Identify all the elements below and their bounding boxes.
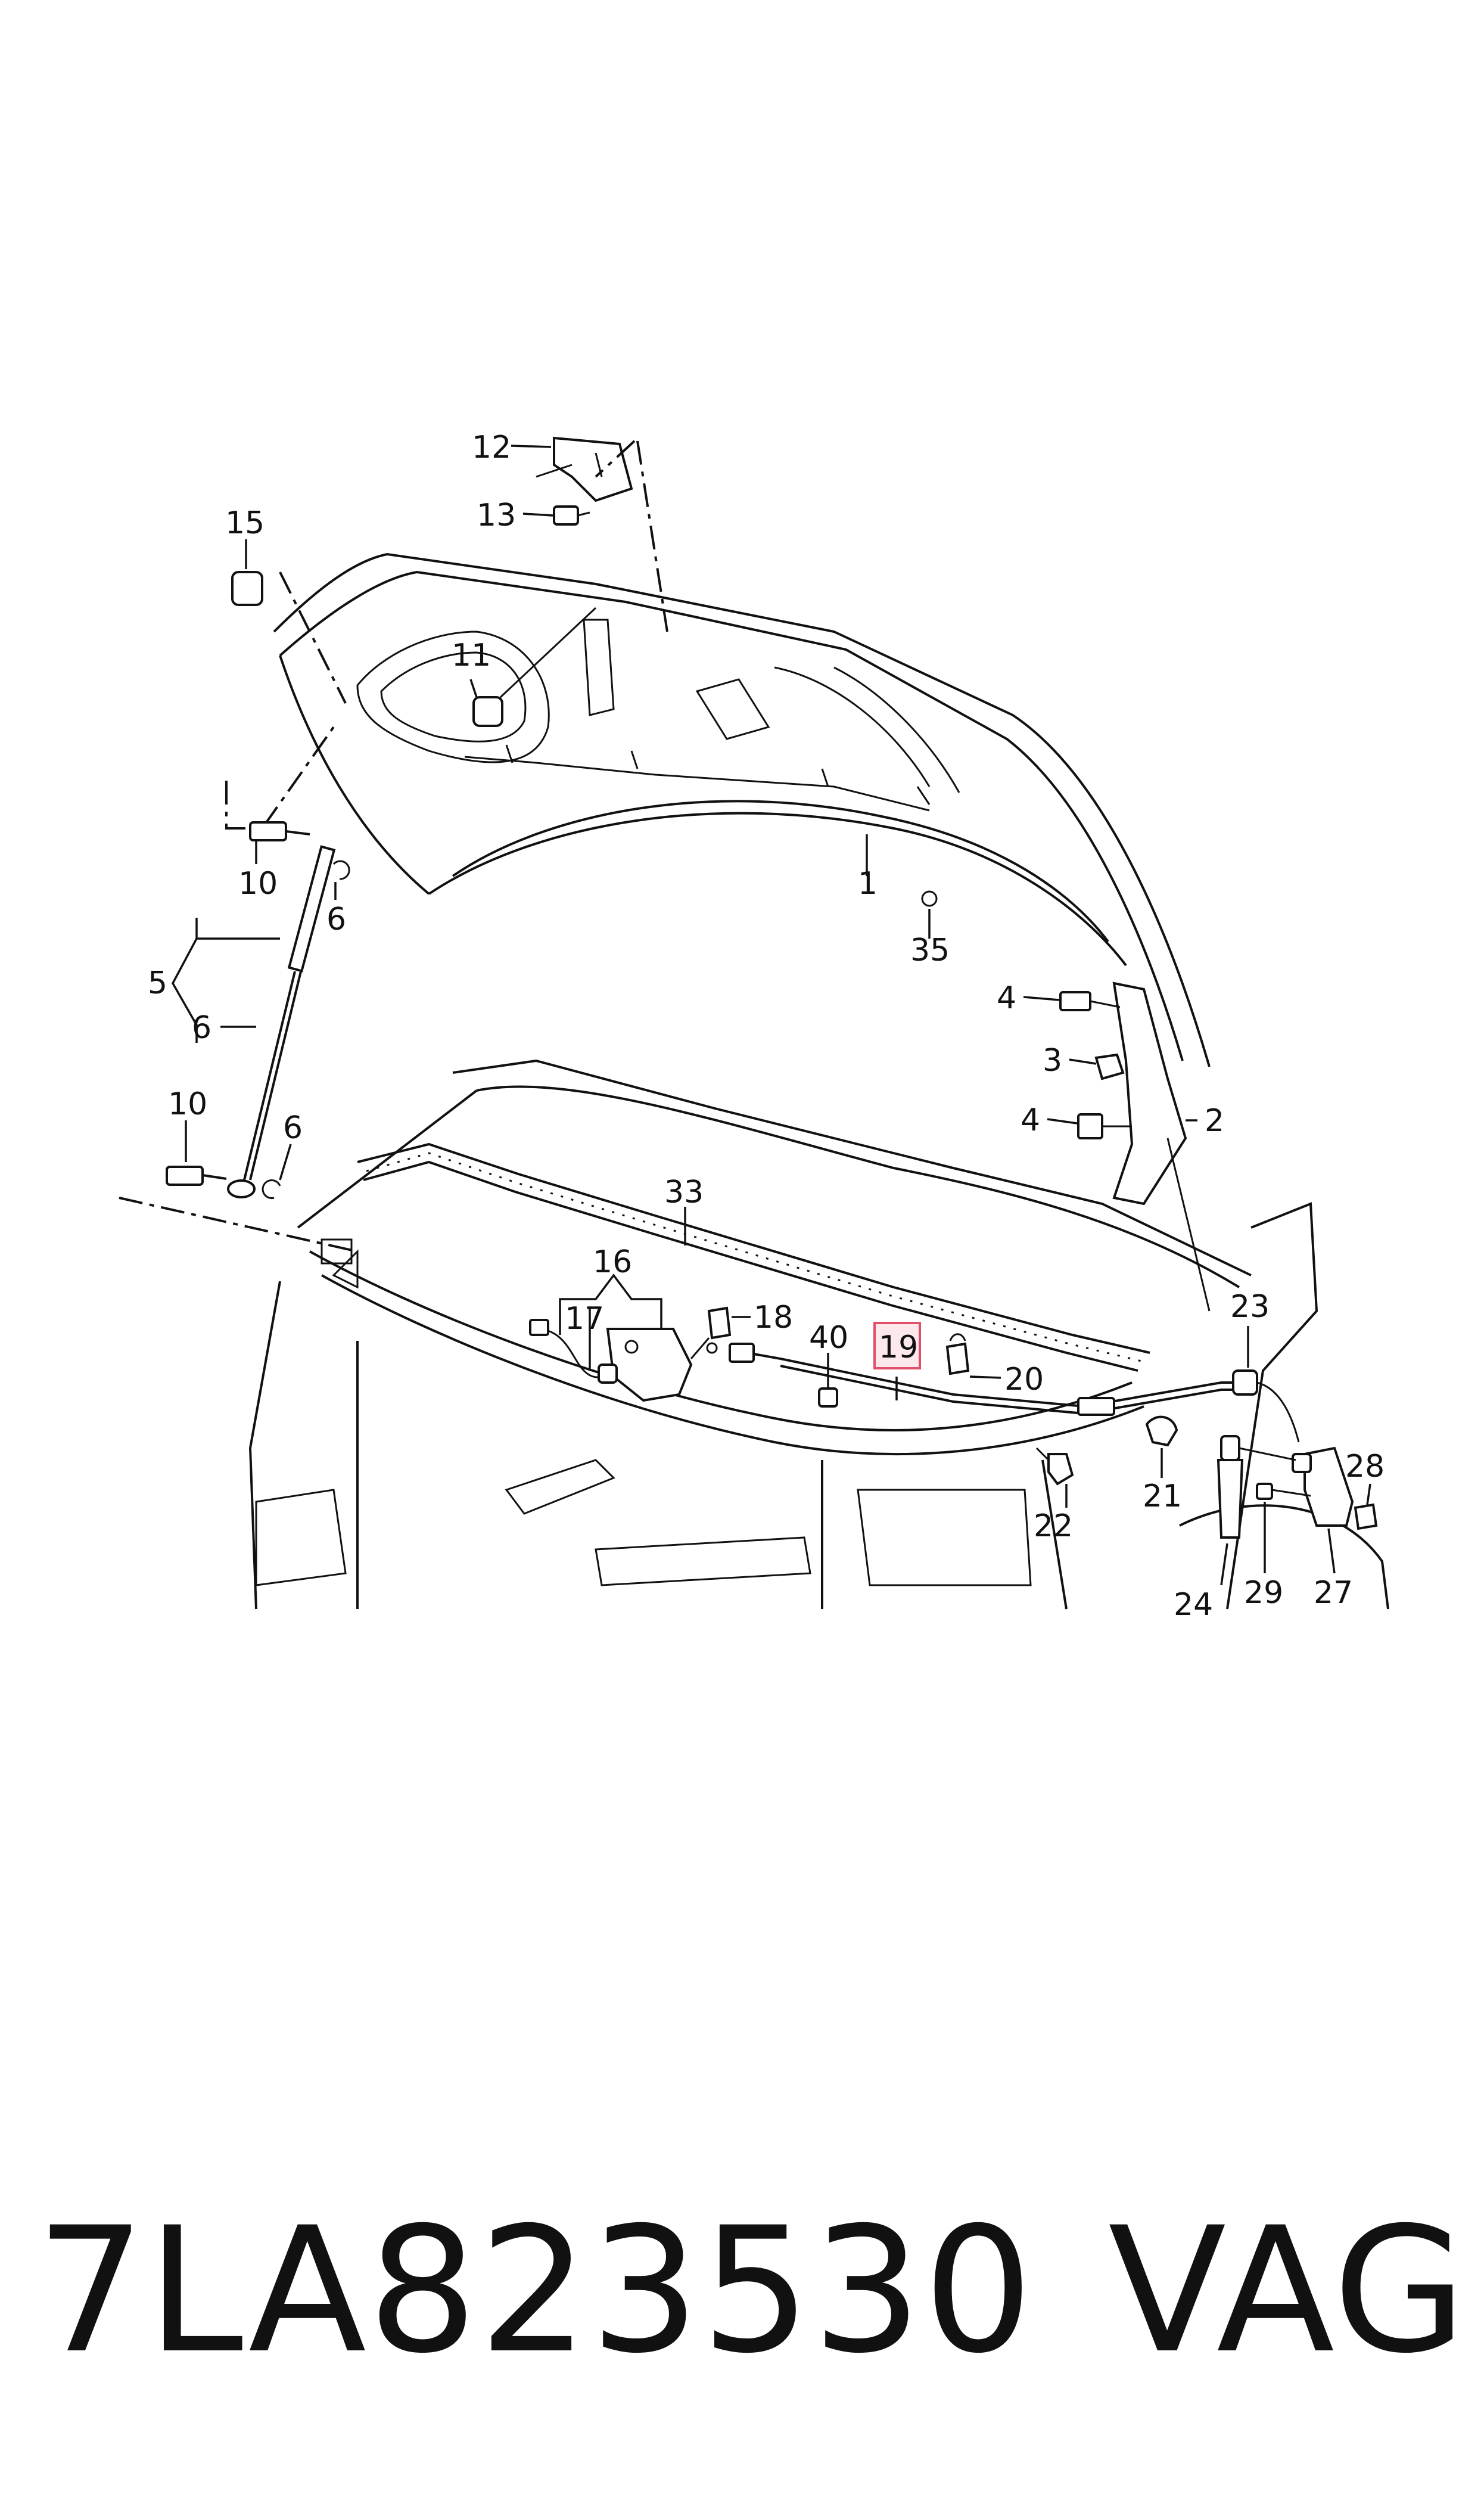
hood-hinge bbox=[1059, 981, 1211, 1312]
callout-22: 22 bbox=[1034, 1508, 1073, 1544]
callout-10a: 10 bbox=[238, 866, 278, 902]
callout-3: 3 bbox=[1043, 1043, 1062, 1079]
bonnet-panel bbox=[273, 552, 1211, 1067]
callout-19-box bbox=[873, 1322, 921, 1369]
callout-23: 23 bbox=[1230, 1289, 1270, 1325]
callout-4b: 4 bbox=[1021, 1102, 1040, 1138]
callout-6a: 6 bbox=[326, 902, 346, 937]
callout-13: 13 bbox=[477, 498, 516, 533]
lock-striker bbox=[536, 436, 668, 632]
rubber-buffers bbox=[231, 571, 597, 727]
callout-6c: 6 bbox=[283, 1110, 303, 1146]
callout-4a: 4 bbox=[997, 980, 1016, 1016]
callout-5: 5 bbox=[148, 965, 167, 1001]
callout-19: 19 bbox=[879, 1330, 918, 1365]
parts-diagram: 12 13 15 11 10 6 5 6 10 6 1 35 4 3 4 2 3… bbox=[119, 430, 1389, 1623]
callout-24: 24 bbox=[1174, 1587, 1213, 1623]
callout-11: 11 bbox=[452, 638, 491, 673]
hood-lock bbox=[529, 1306, 732, 1402]
part-caption: 7LA823530 VAG bbox=[36, 2191, 1468, 2391]
callout-35: 35 bbox=[910, 933, 950, 968]
callout-27: 27 bbox=[1314, 1575, 1353, 1611]
cable-clips bbox=[945, 1333, 1178, 1486]
release-cable bbox=[706, 1342, 1300, 1443]
brand-name: VAG bbox=[1108, 2191, 1468, 2391]
callout-20: 20 bbox=[1004, 1362, 1044, 1397]
part-number: 7LA823530 bbox=[36, 2191, 1035, 2391]
callout-17: 17 bbox=[565, 1301, 604, 1337]
release-lever bbox=[1217, 1435, 1378, 1539]
callout-2: 2 bbox=[1205, 1103, 1224, 1139]
callout-18: 18 bbox=[754, 1300, 793, 1335]
gas-strut bbox=[119, 726, 358, 1253]
callout-19-highlight[interactable]: 19 bbox=[873, 1322, 921, 1369]
callout-1: 1 bbox=[858, 866, 878, 902]
callout-6b: 6 bbox=[192, 1010, 211, 1046]
callout-29: 29 bbox=[1244, 1575, 1283, 1611]
callout-15: 15 bbox=[225, 505, 265, 541]
hood-seal bbox=[357, 1142, 1150, 1372]
callout-21: 21 bbox=[1143, 1479, 1182, 1514]
callout-16: 16 bbox=[593, 1244, 632, 1280]
callout-40: 40 bbox=[809, 1320, 848, 1356]
callout-28: 28 bbox=[1345, 1449, 1385, 1484]
callout-33: 33 bbox=[664, 1175, 704, 1210]
vehicle-body bbox=[248, 1059, 1389, 1610]
callout-labels: 12 13 15 11 10 6 5 6 10 6 1 35 4 3 4 2 3… bbox=[148, 430, 1385, 1623]
callout-12: 12 bbox=[472, 430, 511, 465]
callout-10b: 10 bbox=[168, 1086, 207, 1122]
leader-lines bbox=[172, 445, 1371, 1586]
